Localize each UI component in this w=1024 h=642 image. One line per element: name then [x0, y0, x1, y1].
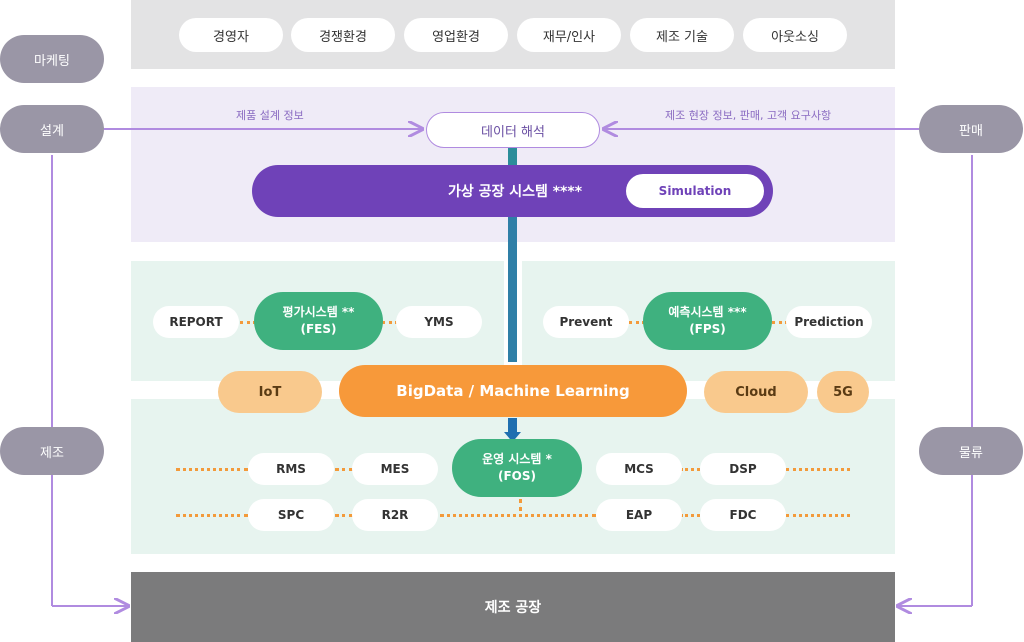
fps-prediction[interactable]: Prediction: [786, 306, 872, 338]
fos-row1-mid-right-dots: [680, 468, 700, 471]
fos-dsp[interactable]: DSP: [700, 453, 786, 485]
side-manufacturing[interactable]: 제조: [0, 427, 104, 475]
tab-manufacturing-tech[interactable]: 제조 기술: [630, 18, 734, 52]
fps-right-connector: [772, 321, 788, 324]
fes-left-connector: [240, 321, 256, 324]
fos-mcs[interactable]: MCS: [596, 453, 682, 485]
fos-row1-right-dots: [786, 468, 850, 471]
tab-executive[interactable]: 경영자: [179, 18, 283, 52]
fes-report[interactable]: REPORT: [153, 306, 239, 338]
fps-left-connector: [629, 321, 645, 324]
fos-row2-mid-left-dots: [335, 514, 353, 517]
fos-title: 운영 시스템 *: [482, 452, 552, 466]
design-info-label: 제품 설계 정보: [236, 109, 304, 122]
fiveg-node[interactable]: 5G: [817, 371, 869, 413]
side-logistics[interactable]: 물류: [919, 427, 1023, 475]
cloud-node[interactable]: Cloud: [704, 371, 808, 413]
fos-r2r[interactable]: R2R: [352, 499, 438, 531]
fps-title: 예측시스템 ***: [668, 305, 747, 319]
fes-yms[interactable]: YMS: [396, 306, 482, 338]
fps-node[interactable]: 예측시스템 *** (FPS): [643, 292, 772, 350]
fes-sub: (FES): [300, 322, 337, 336]
fos-spc[interactable]: SPC: [248, 499, 334, 531]
tab-outsourcing[interactable]: 아웃소싱: [743, 18, 847, 52]
fos-stem-dots: [519, 499, 522, 511]
side-design[interactable]: 설계: [0, 105, 104, 153]
bigdata-node[interactable]: BigData / Machine Learning: [339, 365, 687, 417]
side-sales[interactable]: 판매: [919, 105, 1023, 153]
fos-sub: (FOS): [497, 469, 536, 483]
data-analysis-node[interactable]: 데이터 해석: [426, 112, 600, 148]
fos-fdc[interactable]: FDC: [700, 499, 786, 531]
factory-box: [131, 572, 895, 642]
fes-title: 평가시스템 **: [282, 305, 355, 319]
fos-row1-left-dots: [176, 468, 248, 471]
tab-competition[interactable]: 경쟁환경: [291, 18, 395, 52]
simulation-button[interactable]: Simulation: [626, 174, 764, 208]
fos-row2-left-dots: [176, 514, 248, 517]
tab-finance-hr[interactable]: 재무/인사: [517, 18, 621, 52]
factory-label: 제조 공장: [484, 600, 542, 616]
virtual-factory-title: 가상 공장 시스템 ****: [447, 184, 583, 200]
iot-node[interactable]: IoT: [218, 371, 322, 413]
fos-mes[interactable]: MES: [352, 453, 438, 485]
fos-row1-mid-left-dots: [335, 468, 353, 471]
fos-node[interactable]: 운영 시스템 * (FOS): [452, 439, 582, 497]
fos-row2-center-dots: [440, 514, 596, 517]
fos-eap[interactable]: EAP: [596, 499, 682, 531]
fos-rms[interactable]: RMS: [248, 453, 334, 485]
fps-sub: (FPS): [689, 322, 726, 336]
side-marketing[interactable]: 마케팅: [0, 35, 104, 83]
tab-business-env[interactable]: 영업환경: [404, 18, 508, 52]
fps-prevent[interactable]: Prevent: [543, 306, 629, 338]
fos-row2-right-dots: [786, 514, 850, 517]
fes-right-connector: [382, 321, 398, 324]
fos-row2-mid-right-dots: [680, 514, 700, 517]
field-info-label: 제조 현장 정보, 판매, 고객 요구사항: [665, 109, 832, 122]
fes-node[interactable]: 평가시스템 ** (FES): [254, 292, 383, 350]
